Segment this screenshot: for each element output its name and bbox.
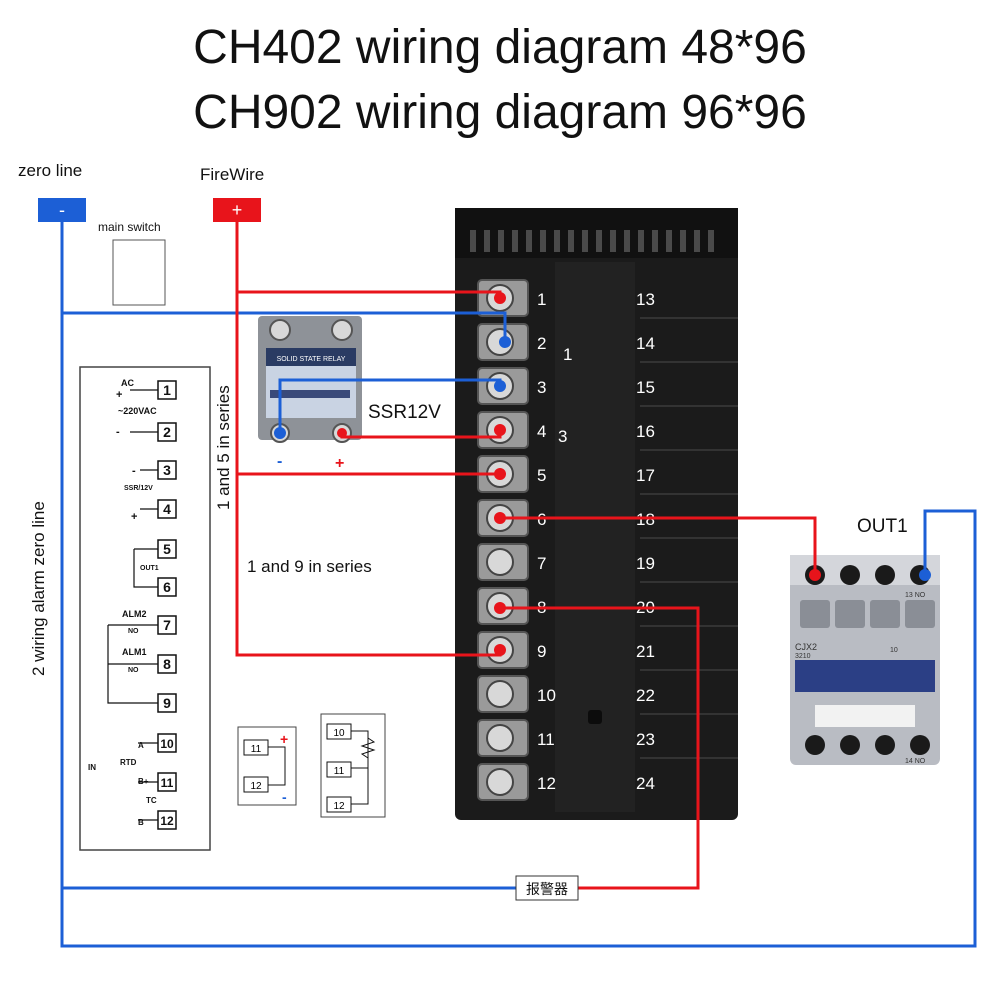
terminal-label-14: 14	[636, 334, 655, 353]
legend-out1: OUT1	[140, 565, 159, 572]
ssr-brand-text: SOLID STATE RELAY	[277, 356, 346, 363]
main-switch	[112, 239, 166, 306]
small-box-2-t10: 10	[333, 728, 345, 739]
terminal-label-11: 11	[537, 730, 555, 749]
ssr-label: SSR12V	[368, 402, 441, 423]
contactor: CJX2 3210 10 13 NO 14 NO	[790, 555, 940, 765]
series-1-9-label: 1 and 9 in series	[247, 557, 372, 576]
live-terminal	[213, 198, 261, 222]
legend-ssr: SSR/12V	[124, 485, 153, 492]
contactor-number: 3210	[795, 653, 811, 660]
series-1-5-label: 1 and 5 in series	[214, 385, 233, 510]
small-box-1-plus: +	[280, 731, 288, 747]
terminal-label-19: 19	[636, 554, 655, 573]
legend-num-12: 12	[160, 814, 174, 828]
legend-tc: TC	[146, 796, 157, 805]
legend-rtd: RTD	[120, 758, 137, 767]
legend-num-1: 1	[163, 382, 171, 398]
ssr-minus: -	[277, 453, 282, 470]
small-diagram-1	[237, 726, 297, 806]
legend-num-8: 8	[163, 656, 171, 672]
legend-num-3: 3	[163, 462, 171, 478]
terminal-label-3: 3	[537, 378, 546, 397]
legend-alm1: ALM1	[122, 647, 147, 657]
legend-no-2: NO	[128, 628, 139, 635]
legend-vac: ~220VAC	[118, 406, 157, 416]
small-box-1-t12: 12	[250, 781, 262, 792]
legend-minus-2: -	[132, 465, 136, 477]
legend-num-5: 5	[163, 541, 171, 557]
terminal-label-7: 7	[537, 554, 546, 573]
alarm-box	[515, 875, 579, 901]
legend-num-10: 10	[160, 737, 174, 751]
terminal-label-22: 22	[636, 686, 655, 705]
legend-alm2: ALM2	[122, 609, 147, 619]
legend-plus-2: +	[131, 511, 137, 523]
terminal-label-1: 1	[537, 290, 546, 309]
solid-state-relay: SOLID STATE RELAY	[258, 316, 362, 443]
terminal-label-10: 10	[537, 686, 556, 705]
legend-in: IN	[88, 763, 96, 772]
neutral-minus: -	[59, 200, 65, 220]
legend-num-2: 2	[163, 424, 171, 440]
group-label-1: 1	[563, 345, 572, 364]
main-switch-label: main switch	[98, 220, 161, 234]
title-line-1: CH402 wiring diagram 48*96	[193, 21, 807, 74]
legend-num-7: 7	[163, 617, 171, 633]
legend-num-11: 11	[161, 776, 174, 790]
terminal-label-4: 4	[537, 422, 546, 441]
small-box-1-minus: -	[282, 789, 287, 805]
terminal-label-23: 23	[636, 730, 655, 749]
legend-no-1: NO	[128, 667, 139, 674]
legend-a: A	[138, 741, 144, 750]
group-label-3: 3	[558, 427, 567, 446]
contactor-model: CJX2	[795, 642, 817, 652]
terminal-label-13: 13	[636, 290, 655, 309]
terminal-label-24: 24	[636, 774, 655, 793]
terminal-legend: 1 2 3 4 5 6 7 8 9 10 11 12 AC ~220VAC SS…	[79, 366, 211, 851]
out1-label: OUT1	[857, 516, 908, 537]
legend-b: B	[138, 818, 144, 827]
small-box-1-t11: 11	[251, 744, 262, 755]
terminal-label-16: 16	[636, 422, 655, 441]
live-plus: +	[232, 200, 243, 220]
terminal-label-5: 5	[537, 466, 546, 485]
terminal-label-15: 15	[636, 378, 655, 397]
legend-num-4: 4	[163, 501, 171, 517]
wire-dots	[274, 292, 931, 656]
terminal-label-17: 17	[636, 466, 655, 485]
ssr-plus: +	[335, 455, 344, 472]
legend-ac: AC	[121, 378, 134, 388]
neutral-terminal	[38, 198, 86, 222]
terminal-label-21: 21	[636, 642, 655, 661]
contactor-no-top: 13 NO	[905, 592, 926, 599]
terminal-label-12: 12	[537, 774, 556, 793]
legend-bplus: B+	[138, 777, 149, 786]
alarm-zero-line-label: 2 wiring alarm zero line	[29, 501, 48, 676]
terminal-label-2: 2	[537, 334, 546, 353]
legend-num-6: 6	[163, 579, 171, 595]
contactor-no-bottom: 14 NO	[905, 758, 926, 765]
zero-line-label: zero line	[18, 161, 82, 180]
alarm-box-label: 报警器	[526, 881, 568, 897]
small-box-2-t11: 11	[334, 766, 345, 777]
small-box-2-t12: 12	[333, 801, 345, 812]
legend-minus-1: -	[116, 426, 120, 438]
contactor-ten: 10	[890, 647, 898, 654]
terminal-label-9: 9	[537, 642, 546, 661]
small-diagram-2	[320, 713, 386, 818]
firewire-label: FireWire	[200, 165, 264, 184]
legend-plus-1: +	[116, 389, 122, 401]
legend-num-9: 9	[163, 695, 171, 711]
wires	[60, 222, 977, 948]
title-line-2: CH902 wiring diagram 96*96	[193, 86, 807, 139]
